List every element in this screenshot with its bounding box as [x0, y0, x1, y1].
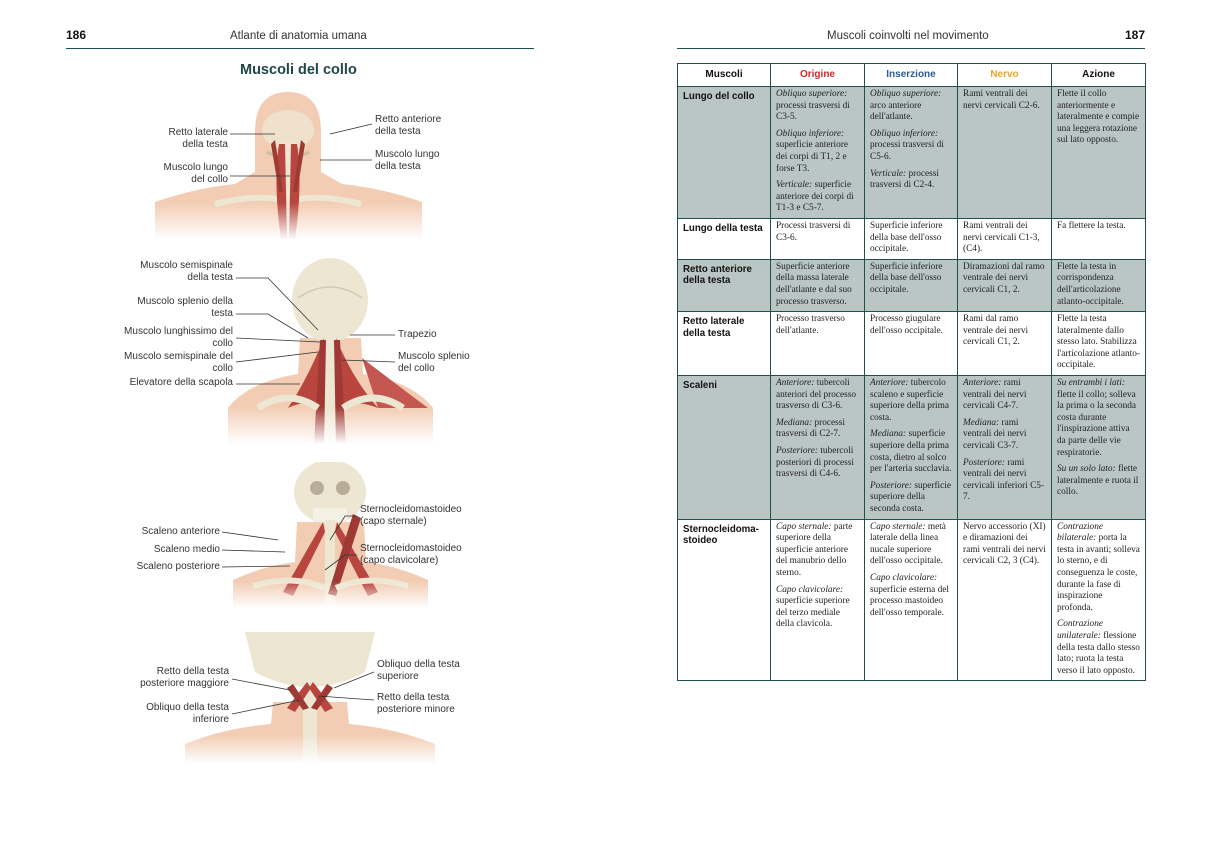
- label-muscolo-lungo-testa: Muscolo lungo della testa: [375, 149, 440, 172]
- label-retto-anteriore-testa: Retto anteriore della testa: [375, 114, 442, 137]
- inserzione-cell: Anteriore: tubercolo scaleno e superfici…: [864, 375, 958, 520]
- muscle-name-cell: Retto anteriore della testa: [677, 258, 771, 313]
- label-retto-posteriore-maggiore: Retto della testa posteriore maggiore: [140, 666, 229, 689]
- inserzione-cell: Superficie inferiore della base dell'oss…: [864, 217, 958, 260]
- nervo-cell: Rami dal ramo ventrale dei nervi cervica…: [957, 311, 1052, 377]
- figure-posterior-neck: [228, 258, 433, 444]
- right-page-header: Muscoli coinvolti nel movimento 187: [677, 26, 1145, 49]
- origine-cell: Processo trasverso dell'atlante.: [770, 311, 865, 377]
- azione-cell: Fa flettere la testa.: [1051, 217, 1146, 260]
- inserzione-cell: Superficie inferiore della base dell'oss…: [864, 258, 958, 313]
- origine-cell: Obliquo superiore: processi trasversi di…: [770, 86, 865, 219]
- running-header-left: Atlante di anatomia umana: [230, 30, 367, 42]
- label-retto-posteriore-minore: Retto della testa posteriore minore: [377, 692, 455, 715]
- column-header-nervo: Nervo: [957, 63, 1052, 87]
- origine-cell: Anteriore: tubercoli anteriori del proce…: [770, 375, 865, 520]
- left-page-header: 186 Atlante di anatomia umana: [66, 26, 534, 49]
- section-title: Muscoli del collo: [240, 62, 357, 78]
- leader-lines-fig3: [221, 515, 357, 571]
- origine-cell: Processi trasversi di C3-6.: [770, 217, 865, 260]
- figure-anterior-neck: [155, 92, 422, 240]
- azione-cell: Flette la testa lateralmente dallo stess…: [1051, 311, 1146, 377]
- column-header-origine: Origine: [770, 63, 865, 87]
- leader-lines-fig4: [231, 671, 375, 715]
- muscle-name-cell: Scaleni: [677, 375, 771, 520]
- label-splenio-testa: Muscolo splenio della testa: [137, 296, 233, 319]
- nervo-cell: Rami ventrali dei nervi cervicali C2-6.: [957, 86, 1052, 219]
- label-retto-laterale-testa: Retto laterale della testa: [168, 127, 228, 150]
- page-number-left: 186: [66, 28, 87, 42]
- scalenes-illustration: [233, 462, 428, 608]
- page-number-right: 187: [1124, 28, 1145, 42]
- label-trapezio: Trapezio: [398, 329, 437, 340]
- origine-cell: Superficie anteriore della massa lateral…: [770, 258, 865, 313]
- anterior-neck-illustration: [155, 92, 422, 240]
- label-scaleno-medio: Scaleno medio: [153, 544, 220, 555]
- origine-cell: Capo sternale: parte superiore della sup…: [770, 518, 865, 682]
- inserzione-cell: Capo sternale: metà laterale della linea…: [864, 518, 958, 682]
- suboccipital-illustration: [185, 632, 435, 764]
- label-scaleno-anteriore: Scaleno anteriore: [141, 526, 220, 537]
- azione-cell: Flette il collo anteriormente e lateralm…: [1051, 86, 1146, 219]
- column-header-inserzione: Inserzione: [864, 63, 958, 87]
- azione-cell: Flette la testa in corrispondenza dell'a…: [1051, 258, 1146, 313]
- nervo-cell: Anteriore: rami ventrali dei nervi cervi…: [957, 375, 1052, 520]
- nervo-cell: Diramazioni dal ramo ventrale dei nervi …: [957, 258, 1052, 313]
- muscle-name-cell: Lungo della testa: [677, 217, 771, 260]
- leader-lines-fig1: [230, 123, 373, 177]
- label-semispinale-collo: Muscolo semispinale del collo: [124, 351, 233, 374]
- figure-suboccipital: [185, 632, 435, 764]
- nervo-cell: Nervo accessorio (XI) e diramazioni dei …: [957, 518, 1052, 682]
- label-obliquo-testa-inferiore: Obliquo della testa inferiore: [146, 702, 229, 725]
- label-semispinale-testa: Muscolo semispinale della testa: [140, 260, 233, 283]
- label-scaleno-posteriore: Scaleno posteriore: [136, 561, 220, 572]
- azione-cell: Su entrambi i lati: flette il collo; sol…: [1051, 375, 1146, 520]
- inserzione-cell: Obliquo superiore: arco anteriore dell'a…: [864, 86, 958, 219]
- label-muscolo-lungo-collo: Muscolo lungo del collo: [163, 162, 228, 185]
- column-header-muscoli: Muscoli: [677, 63, 771, 87]
- label-lunghissimo-collo: Muscolo lunghissimo del collo: [124, 326, 233, 349]
- muscle-name-cell: Retto laterale della testa: [677, 311, 771, 377]
- label-obliquo-testa-superiore: Obliquo della testa superiore: [377, 659, 460, 682]
- nervo-cell: Rami ventrali dei nervi cervicali C1-3, …: [957, 217, 1052, 260]
- muscle-name-cell: Lungo del collo: [677, 86, 771, 219]
- inserzione-cell: Processo giugulare dell'osso occipitale.: [864, 311, 958, 377]
- label-elevatore-scapola: Elevatore della scapola: [129, 377, 233, 388]
- muscle-name-cell: Sternocleidoma-stoideo: [677, 518, 771, 682]
- posterior-neck-illustration: [228, 258, 433, 444]
- column-header-azione: Azione: [1051, 63, 1146, 87]
- label-splenio-collo: Muscolo splenio del collo: [398, 351, 470, 374]
- running-header-right: Muscoli coinvolti nel movimento: [827, 30, 989, 42]
- figure-scalenes: [233, 462, 428, 608]
- label-scm-capo-clavicolare: Sternocleidomastoideo (capo clavicolare): [360, 543, 462, 566]
- label-scm-capo-sternale: Sternocleidomastoideo (capo sternale): [360, 504, 462, 527]
- azione-cell: Contrazione bilaterale: porta la testa i…: [1051, 518, 1146, 682]
- leader-lines-fig2: [235, 277, 396, 385]
